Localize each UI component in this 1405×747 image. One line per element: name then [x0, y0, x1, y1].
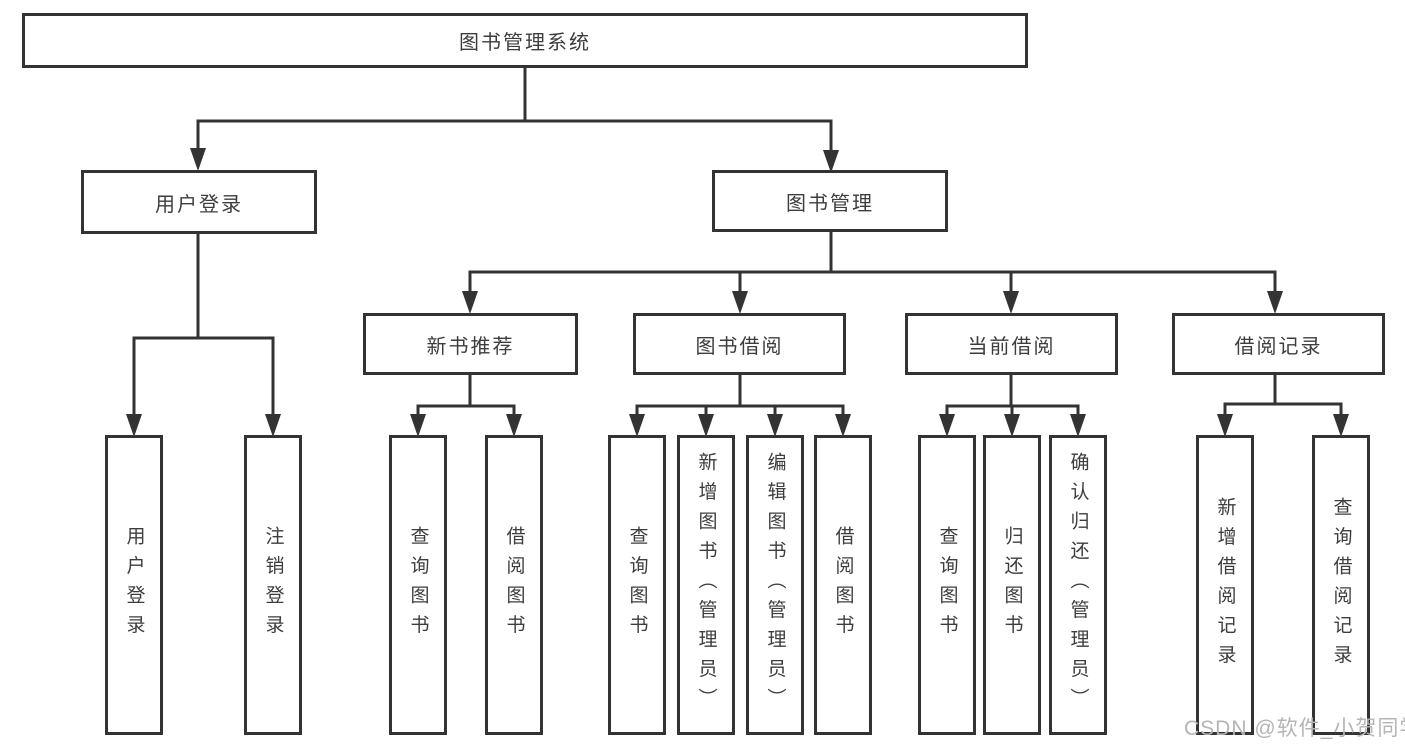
connector-borrow-records — [1217, 375, 1349, 437]
connector-new-book-recommend — [410, 375, 522, 437]
node-library-system: 图书管理系统 — [22, 13, 1028, 68]
node-label: 新书推荐 — [426, 335, 515, 358]
connector-root — [190, 68, 839, 173]
node-label: 查询借阅记录 — [1330, 496, 1352, 674]
leaf-query-books-recommend: 查询图书 — [389, 435, 447, 735]
node-label: 确认归还（管理员） — [1067, 452, 1089, 718]
node-label: 借阅图书 — [503, 526, 525, 644]
node-book-borrow: 图书借阅 — [633, 313, 846, 375]
node-label: 编辑图书（管理员） — [764, 452, 786, 718]
connector-current-borrow — [939, 375, 1086, 437]
node-label: 新增借阅记录 — [1214, 496, 1236, 674]
connector-book-borrow — [629, 375, 851, 437]
watermark: CSDN @软件_小贺同学 — [1184, 717, 1405, 740]
node-label: 查询图书 — [626, 526, 648, 644]
leaf-user-login: 用户登录 — [105, 435, 163, 735]
node-current-borrow: 当前借阅 — [905, 313, 1118, 375]
node-label: 当前借阅 — [967, 335, 1056, 358]
node-borrow-records: 借阅记录 — [1172, 313, 1385, 375]
node-label: 归还图书 — [1001, 526, 1023, 644]
node-book-management: 图书管理 — [712, 170, 948, 232]
leaf-return-book: 归还图书 — [983, 435, 1041, 735]
node-label: 用户登录 — [123, 526, 145, 644]
leaf-add-borrow-record: 新增借阅记录 — [1196, 435, 1254, 735]
node-label: 查询图书 — [407, 526, 429, 644]
node-label: 图书管理系统 — [459, 32, 591, 54]
connector-user-login — [126, 234, 281, 437]
node-label: 图书管理 — [786, 192, 874, 215]
node-label: 注销登录 — [262, 526, 284, 644]
leaf-add-book-admin: 新增图书（管理员） — [677, 435, 735, 735]
leaf-borrow-books-recommend: 借阅图书 — [485, 435, 543, 735]
leaf-confirm-return-admin: 确认归还（管理员） — [1049, 435, 1107, 735]
node-label: 用户登录 — [155, 193, 243, 216]
node-user-login: 用户登录 — [81, 170, 317, 234]
node-label: 查询图书 — [936, 526, 958, 644]
node-label: 借阅图书 — [832, 526, 854, 644]
node-new-book-recommend: 新书推荐 — [363, 313, 578, 375]
leaf-logout: 注销登录 — [244, 435, 302, 735]
leaf-query-borrow-record: 查询借阅记录 — [1312, 435, 1370, 735]
node-label: 新增图书（管理员） — [695, 452, 717, 718]
leaf-edit-book-admin: 编辑图书（管理员） — [746, 435, 804, 735]
leaf-query-books-current: 查询图书 — [918, 435, 976, 735]
leaf-borrow-books: 借阅图书 — [814, 435, 872, 735]
node-label: 借阅记录 — [1234, 335, 1323, 358]
connector-book-management — [462, 232, 1283, 314]
node-label: 图书借阅 — [695, 335, 784, 358]
leaf-query-books-borrow: 查询图书 — [608, 435, 666, 735]
